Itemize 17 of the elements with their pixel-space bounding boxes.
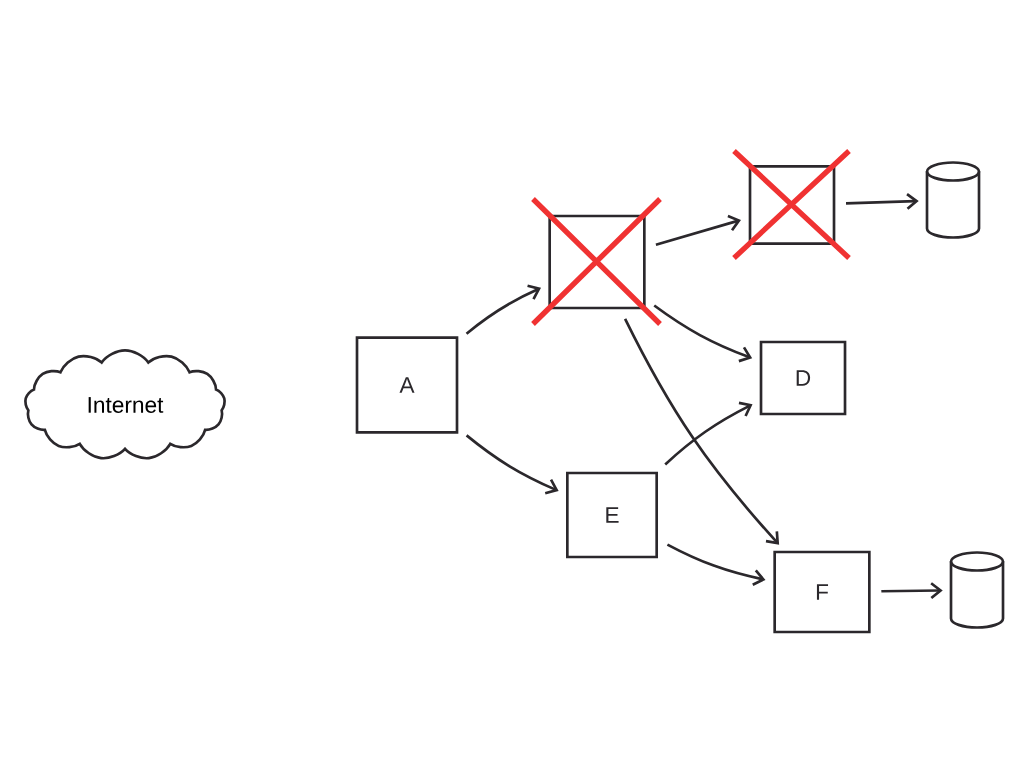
arrow	[623, 318, 780, 545]
arrow	[664, 401, 753, 466]
process-box: A	[355, 336, 459, 434]
arrow	[666, 543, 766, 586]
process-box: E	[566, 471, 658, 559]
database-cylinder	[925, 161, 981, 239]
arrow	[465, 434, 559, 495]
arrow	[845, 193, 919, 210]
arrow	[881, 582, 943, 599]
arrow	[655, 214, 741, 247]
database-cylinder	[949, 551, 1005, 629]
process-box	[548, 214, 646, 310]
arrow	[465, 284, 542, 335]
process-box: F	[773, 550, 871, 634]
arrow	[653, 304, 753, 363]
process-box	[748, 165, 836, 245]
process-box: D	[759, 340, 847, 416]
